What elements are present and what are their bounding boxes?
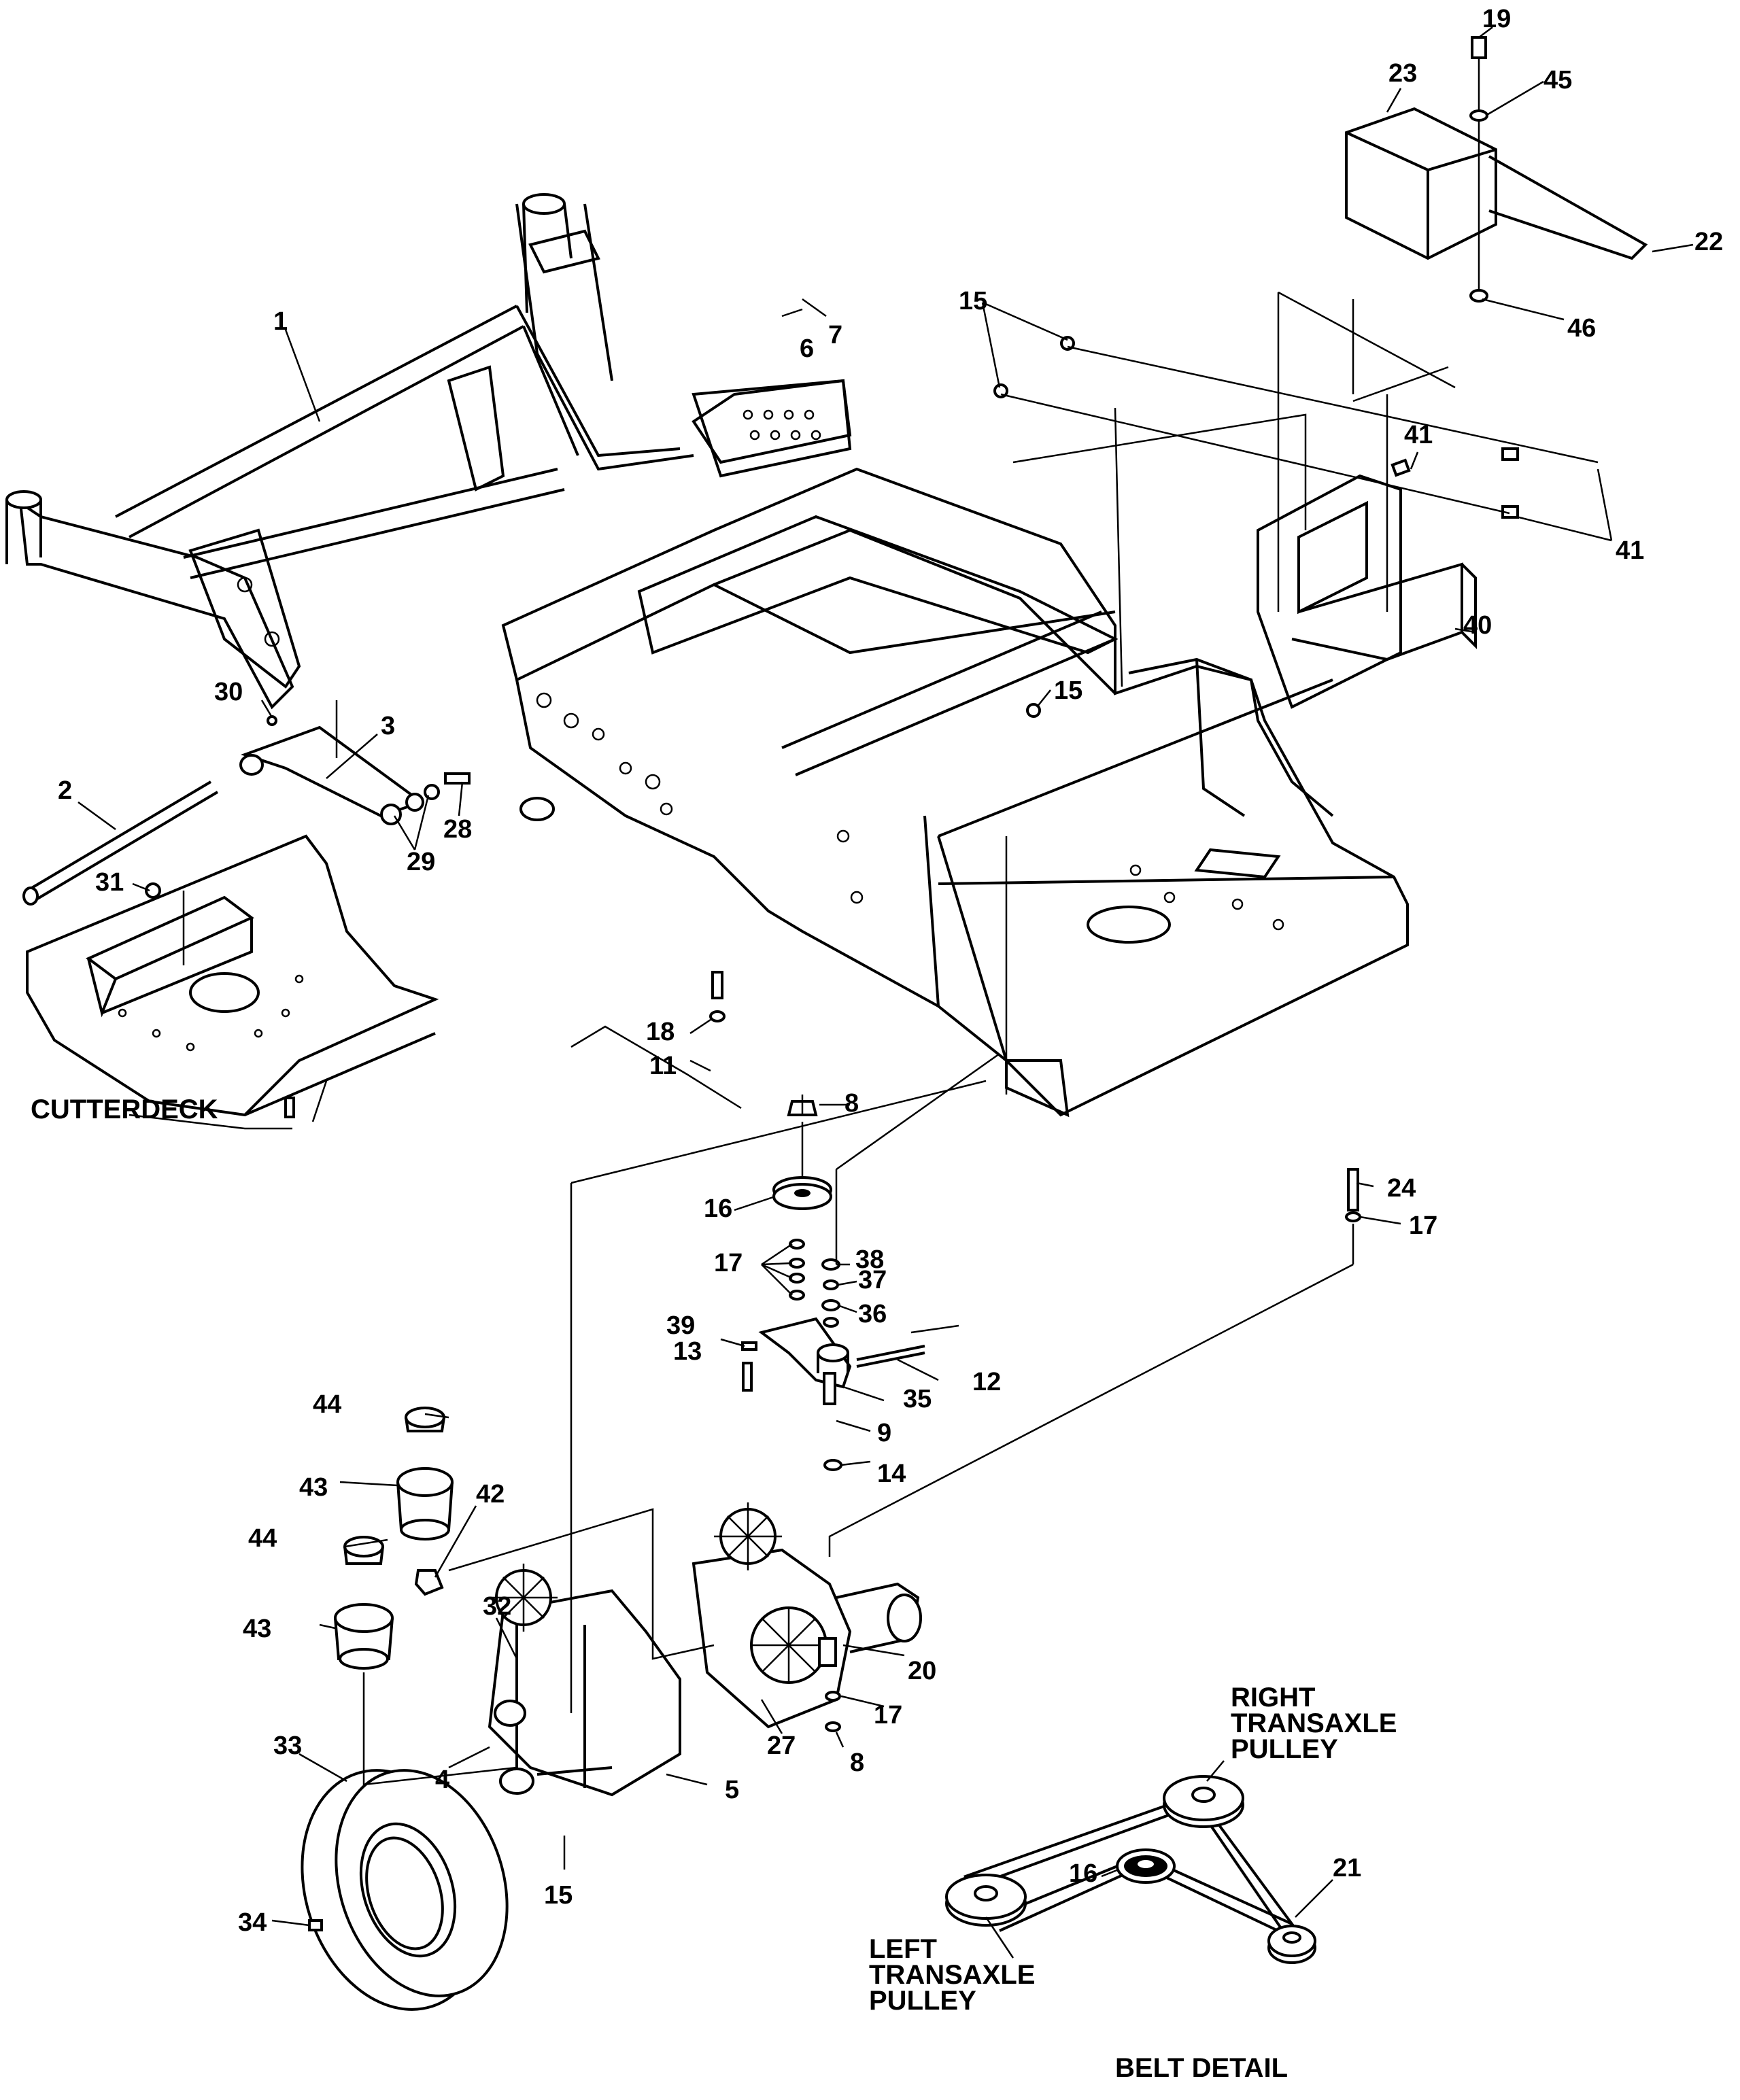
label-33: 33 [273, 1732, 302, 1760]
label-43-top: 43 [299, 1473, 328, 1502]
label-16-belt: 16 [1069, 1859, 1097, 1888]
label-6: 6 [800, 334, 814, 363]
label-32: 32 [483, 1592, 511, 1621]
label-16-idler: 16 [704, 1194, 732, 1223]
reservoirs [334, 1407, 454, 1670]
label-4: 4 [435, 1766, 449, 1794]
idler-assembly [741, 836, 1008, 1471]
label-3: 3 [381, 712, 395, 740]
caption-left-pulley-line1: LEFT [869, 1934, 937, 1964]
main-frame [5, 193, 1409, 1118]
label-13: 13 [673, 1337, 702, 1366]
label-9: 9 [877, 1419, 891, 1447]
label-leaders [78, 27, 1694, 1959]
label-45: 45 [1543, 66, 1572, 94]
label-43-bottom: 43 [243, 1615, 271, 1643]
label-31: 31 [95, 868, 124, 897]
label-46: 46 [1567, 314, 1596, 343]
label-29: 29 [407, 848, 435, 876]
label-23: 23 [1388, 59, 1417, 88]
label-28: 28 [443, 815, 472, 844]
cutterdeck [26, 834, 439, 1130]
label-15-mid: 15 [1054, 676, 1082, 705]
belt-detail [945, 1775, 1316, 1964]
label-18: 18 [646, 1018, 675, 1046]
caption-left-pulley-line2: TRANSAXLE [869, 1960, 1035, 1990]
label-21: 21 [1333, 1854, 1361, 1882]
label-12: 12 [972, 1368, 1001, 1396]
label-39: 39 [666, 1311, 695, 1340]
label-17-transaxle: 17 [874, 1701, 902, 1729]
label-5: 5 [725, 1776, 739, 1804]
label-40: 40 [1463, 611, 1492, 640]
caption-right-pulley-line2: TRANSAXLE [1231, 1708, 1397, 1738]
label-44-top: 44 [313, 1390, 341, 1419]
caption-belt-detail: BELT DETAIL [1115, 2053, 1288, 2083]
label-35: 35 [903, 1385, 932, 1413]
tire [301, 1769, 509, 2011]
label-22: 22 [1694, 228, 1723, 256]
label-17-right: 17 [1409, 1211, 1437, 1240]
label-42: 42 [476, 1480, 505, 1509]
label-8-bottom: 8 [850, 1749, 864, 1777]
caption-cutterdeck: CUTTERDECK [31, 1095, 218, 1124]
right-transaxle [692, 1502, 922, 1732]
label-37: 37 [858, 1266, 887, 1294]
label-38: 38 [855, 1245, 884, 1274]
left-transaxle [488, 1564, 681, 1797]
routing-lines [182, 700, 1361, 1786]
label-36: 36 [858, 1300, 887, 1328]
label-19: 19 [1482, 5, 1511, 33]
label-17-idler: 17 [714, 1249, 743, 1277]
label-7: 7 [828, 321, 842, 349]
label-11: 11 [649, 1052, 677, 1080]
captions: CUTTERDECK RIGHT TRANSAXLE PULLEY LEFT T… [31, 1095, 1397, 2083]
label-8-top: 8 [845, 1089, 859, 1118]
label-30: 30 [214, 678, 243, 706]
caption-left-pulley-line3: PULLEY [869, 1986, 976, 2016]
caption-right-pulley-line3: PULLEY [1231, 1734, 1338, 1764]
label-1: 1 [273, 307, 288, 336]
caption-right-pulley-line1: RIGHT [1231, 1683, 1315, 1712]
label-20: 20 [908, 1657, 936, 1685]
label-15-top: 15 [959, 287, 987, 315]
part-labels: 1 7 6 15 19 23 45 22 46 41 41 40 15 30 3… [58, 5, 1723, 1937]
label-34: 34 [238, 1908, 267, 1937]
label-41-top: 41 [1404, 421, 1433, 449]
label-27: 27 [767, 1732, 796, 1760]
label-2: 2 [58, 776, 72, 805]
label-41-bottom: 41 [1616, 536, 1644, 565]
label-44-bottom: 44 [248, 1524, 277, 1553]
label-24: 24 [1387, 1174, 1416, 1203]
linkage-assembly [22, 715, 471, 906]
label-14: 14 [877, 1460, 906, 1488]
label-15-bottom: 15 [544, 1881, 573, 1910]
